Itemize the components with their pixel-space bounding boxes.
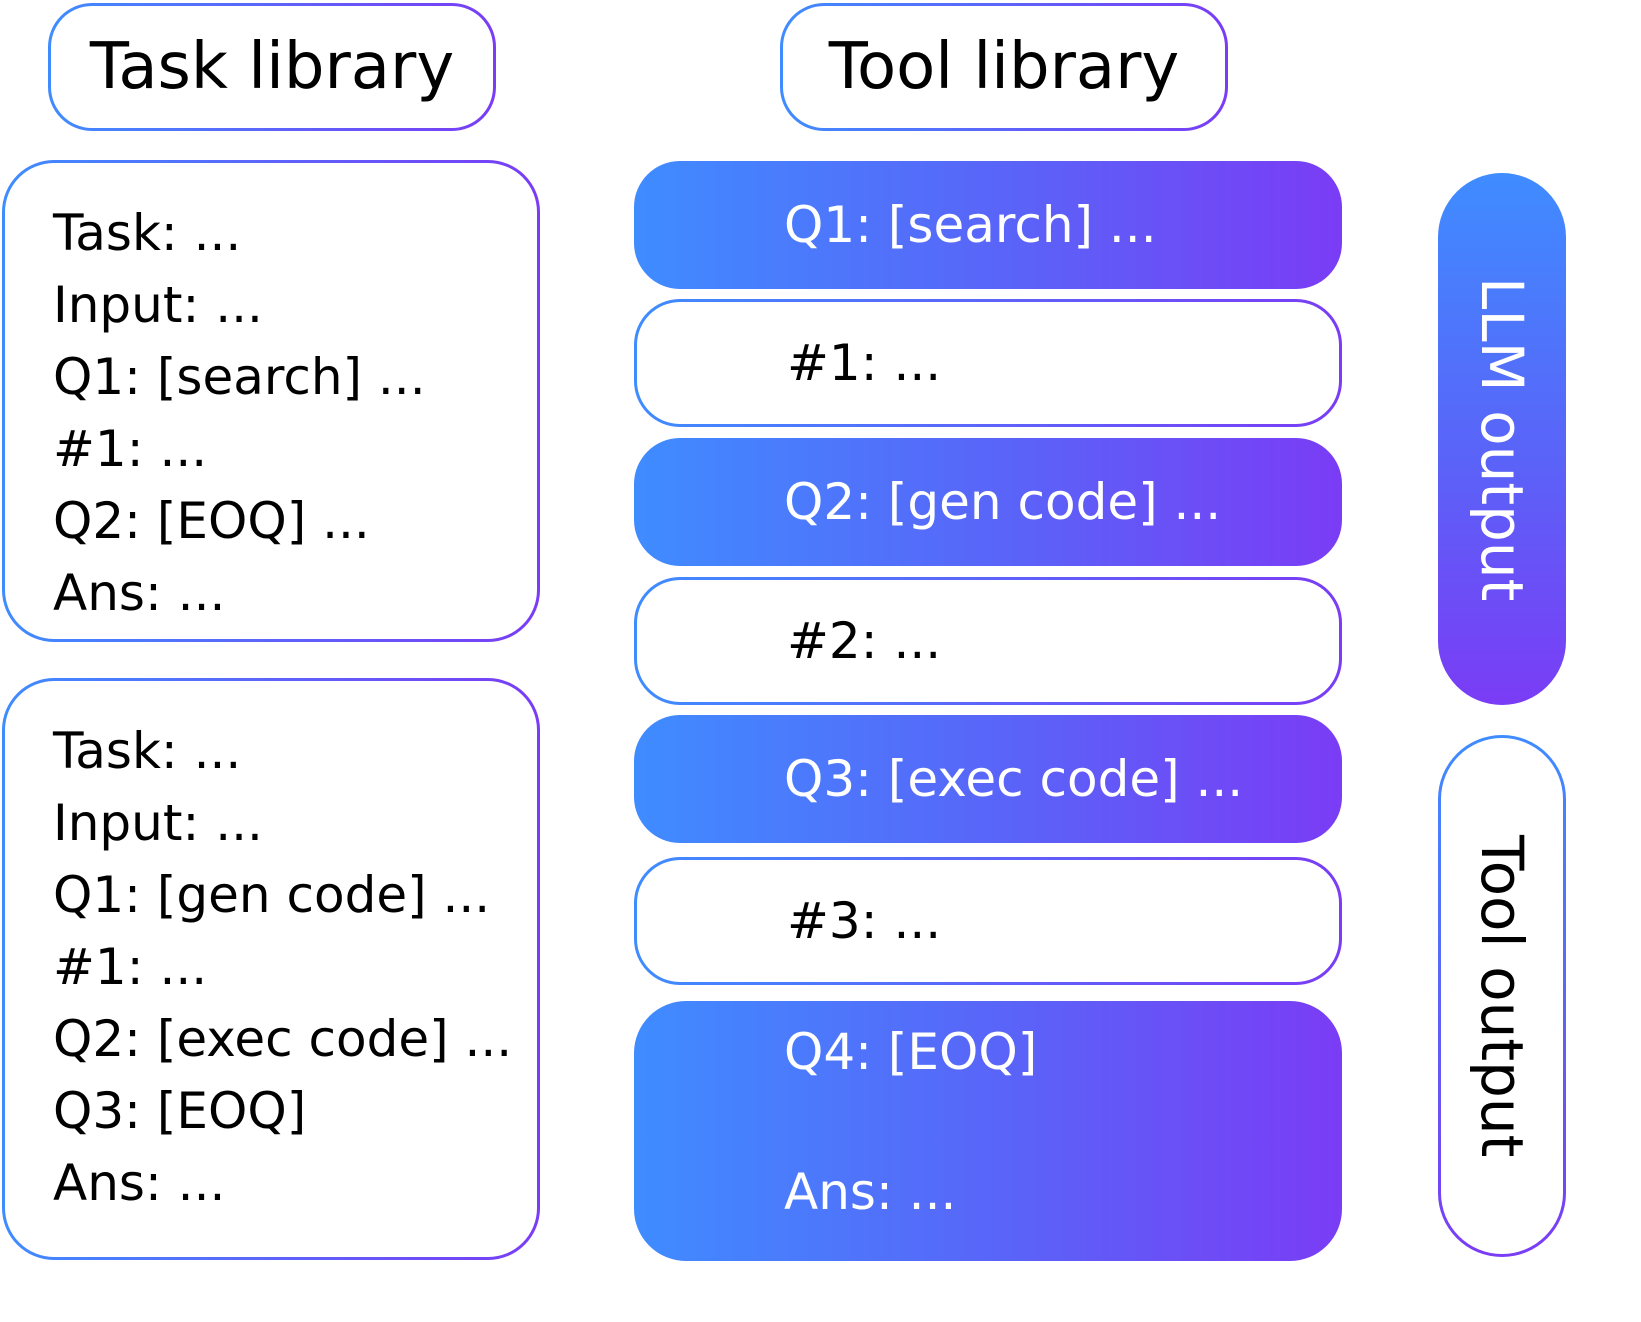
task-line: Ans: ... — [53, 564, 226, 622]
task-library-header: Task library — [48, 3, 496, 131]
task-line: Q1: [gen code] ... — [53, 866, 491, 924]
step-result-1: #1: ... — [634, 299, 1342, 427]
step-q1: Q1: [search] ... — [634, 161, 1342, 289]
step-label: #1: ... — [787, 334, 942, 392]
task-line: Q3: [EOQ] — [53, 1082, 307, 1140]
task-line: Q2: [EOQ] ... — [53, 492, 370, 550]
tool-library-header: Tool library — [780, 3, 1228, 131]
task-line: Input: ... — [53, 276, 263, 334]
task-card-1: Task: ... Input: ... Q1: [search] ... #1… — [2, 160, 540, 642]
step-label: Q2: [gen code] ... — [784, 473, 1222, 531]
step-q2: Q2: [gen code] ... — [634, 438, 1342, 566]
task-line: Task: ... — [53, 722, 242, 780]
task-line: Task: ... — [53, 204, 242, 262]
llm-output-label: LLM output — [1438, 173, 1566, 705]
step-q3: Q3: [exec code] ... — [634, 715, 1342, 843]
tool-library-title: Tool library — [828, 30, 1180, 104]
task-line: #1: ... — [53, 938, 208, 996]
task-line: Q2: [exec code] ... — [53, 1010, 513, 1068]
step-label: #2: ... — [787, 612, 942, 670]
task-line: Input: ... — [53, 794, 263, 852]
final-answer: Ans: ... — [784, 1163, 957, 1221]
step-label: Q3: [exec code] ... — [784, 750, 1244, 808]
task-card-2: Task: ... Input: ... Q1: [gen code] ... … — [2, 678, 540, 1260]
step-result-3: #3: ... — [634, 857, 1342, 985]
step-label: Q1: [search] ... — [784, 196, 1157, 254]
task-line: Ans: ... — [53, 1154, 226, 1212]
llm-output-text: LLM output — [1468, 276, 1536, 602]
task-line: Q1: [search] ... — [53, 348, 426, 406]
step-label: #3: ... — [787, 892, 942, 950]
tool-output-label: Tool output — [1438, 735, 1566, 1257]
task-line: #1: ... — [53, 420, 208, 478]
step-result-2: #2: ... — [634, 577, 1342, 705]
task-library-title: Task library — [89, 30, 455, 104]
tool-output-text: Tool output — [1468, 834, 1536, 1158]
final-step: Q4: [EOQ] Ans: ... — [634, 1001, 1342, 1261]
final-question: Q4: [EOQ] — [784, 1023, 1038, 1081]
